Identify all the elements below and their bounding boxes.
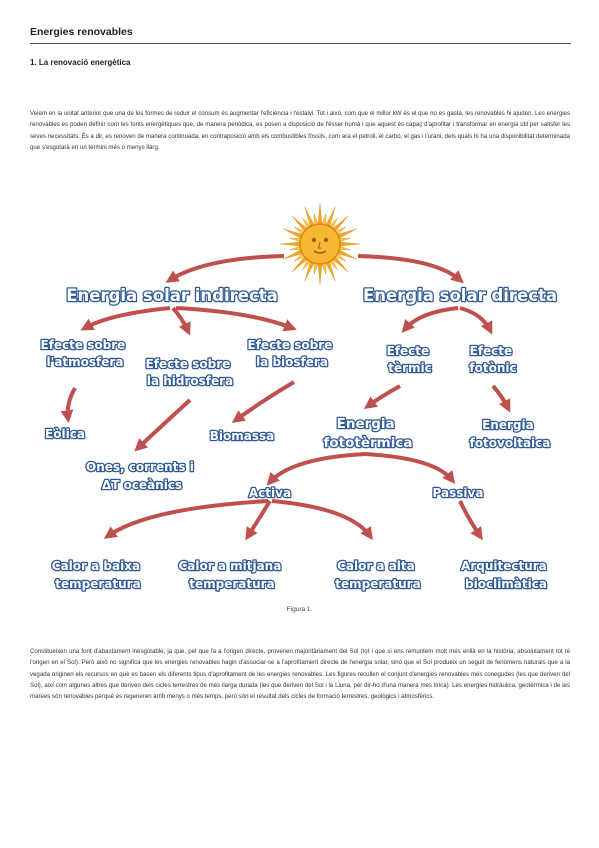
sun-ray: [279, 241, 302, 247]
figure-caption: Figura 1.: [286, 606, 313, 613]
node-fotovoltaica: Energia fotovoltaica: [470, 418, 551, 450]
arrow-termic-fototermica: [363, 384, 401, 409]
title-divider: [30, 43, 571, 44]
sun-icon: [279, 203, 361, 285]
node-efecte-atmosfera: Efecte sobre l'atmosfera: [41, 338, 130, 369]
arrow-hidrosfera-ones: [134, 398, 192, 452]
node-calor-alta: Calor a alta temperatura: [335, 559, 420, 591]
page-title: Energies renovables: [30, 26, 133, 38]
node-eolica: Eòlica: [45, 427, 85, 441]
arrow-indirecta-biosfera: [175, 306, 297, 332]
arrow-sun-directa: [357, 254, 464, 284]
arrow-biosfera-biomassa: [231, 380, 296, 424]
arrow-sun-indirecta: [165, 254, 285, 283]
node-passiva: Passiva: [433, 486, 484, 500]
arrow-atmosfera-eolica: [60, 387, 77, 424]
intro-paragraph: Veiem en la unitat anterior que una de l…: [30, 110, 570, 151]
arrow-indirecta-hidrosfera: [171, 306, 191, 336]
arrow-directa-fotonic: [459, 306, 493, 335]
arrow-indirecta-atmosfera: [80, 306, 171, 331]
arrow-fotonic-fotovoltaica: [491, 384, 511, 413]
section-heading: 1. La renovació energètica: [30, 58, 131, 67]
node-fototermica: Energia fototèrmica: [324, 416, 413, 451]
body-paragraph: Constitueixen una font d'abastament ines…: [30, 648, 570, 701]
node-efecte-hidrosfera: Efecte sobre la hidrosfera: [146, 357, 235, 388]
arrow-fototermica-passiva: [364, 452, 456, 485]
node-biomassa: Biomassa: [210, 429, 275, 443]
node-calor-baixa: Calor a baixa temperatura: [52, 559, 144, 591]
arrow-fototermica-activa: [266, 452, 366, 486]
arrow-activa-baixa: [103, 499, 269, 539]
arrow-passiva-arquitectura: [458, 500, 483, 541]
node-solar-directa: Energia solar directa: [363, 286, 557, 305]
sun-ray: [338, 241, 361, 247]
energy-diagram: Energia solar indirecta Energia solar di…: [39, 203, 558, 592]
arrow-activa-mitjana: [245, 499, 272, 541]
node-efecte-biosfera: Efecte sobre la biosfera: [248, 338, 337, 369]
sun-ray: [317, 203, 323, 226]
node-efecte-fotonic: Efecte fotònic: [469, 344, 516, 375]
node-efecte-termic: Efecte tèrmic: [387, 344, 434, 375]
diagram-arrows: [60, 254, 511, 541]
arrow-activa-alta: [271, 499, 373, 541]
node-calor-mitjana: Calor a mitjana temperatura: [178, 559, 285, 591]
sun-ray: [317, 262, 323, 285]
node-ones-corrents: Ones, corrents i ΔT oceànics: [86, 460, 198, 492]
node-activa: Activa: [249, 486, 291, 500]
arrow-directa-termic: [401, 306, 459, 333]
node-solar-indirecta: Energia solar indirecta: [66, 286, 278, 305]
node-arquitectura-bioclimatica: Arquitectura bioclimàtica: [461, 559, 551, 591]
